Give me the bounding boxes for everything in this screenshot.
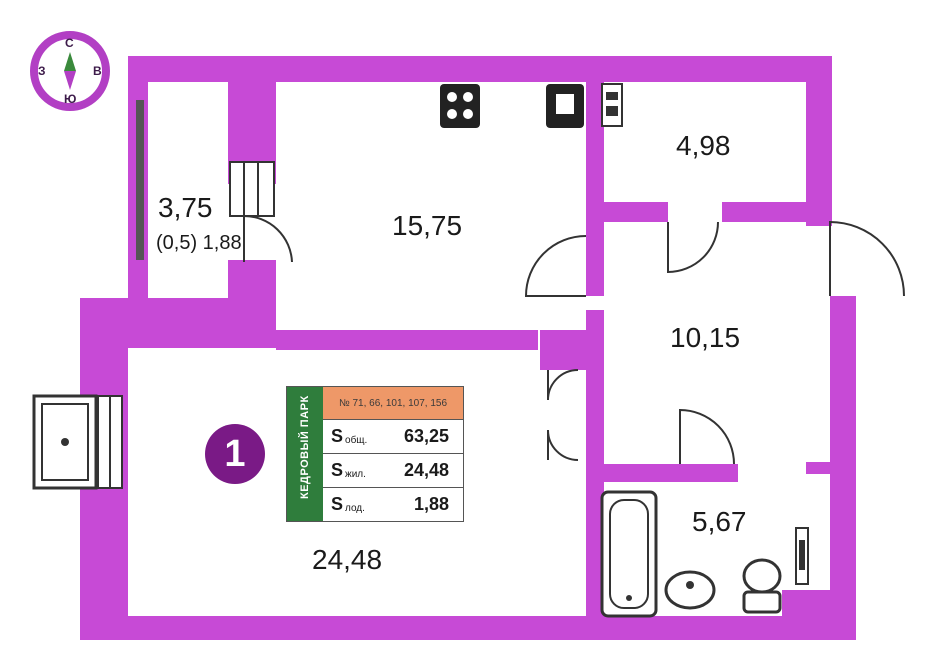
hall-area: 10,15 [670, 322, 741, 353]
area-type: жил. [345, 469, 366, 480]
compass-east: В [93, 64, 102, 78]
compass-west: З [38, 64, 46, 78]
area-value: 24,48 [403, 460, 449, 480]
washbasin-icon [664, 570, 716, 610]
apartment-number-badge: 1 [205, 424, 265, 484]
radiator-icon [32, 394, 98, 490]
compass-icon [30, 31, 110, 111]
loggia-note: (0,5) 1,88 [156, 232, 242, 254]
area-symbol: S [331, 460, 344, 480]
living-area: 24,48 [312, 544, 383, 575]
vent-icon [795, 527, 809, 585]
loggia-door [229, 161, 293, 263]
stove-icon [440, 84, 480, 128]
apartment-info-card: КЕДРОВЫЙ ПАРК № 71, 66, 101, 107, 156 S … [286, 386, 464, 522]
living-area-row: S жил. 24,48 [323, 453, 463, 487]
brand-strip: КЕДРОВЫЙ ПАРК [287, 387, 323, 521]
bathtub-icon [600, 490, 658, 618]
kitchen-area: 15,75 [392, 210, 463, 241]
compass-north: С [65, 36, 74, 50]
storage-area: 4,98 [676, 130, 731, 161]
area-symbol: S [331, 426, 344, 446]
kitchen-sink-icon [546, 84, 584, 128]
bathroom-area: 5,67 [692, 506, 747, 537]
total-area-row: S общ. 63,25 [323, 419, 463, 453]
walls [80, 56, 856, 640]
compass-south: Ю [64, 92, 77, 106]
area-symbol: S [331, 494, 344, 514]
doors [524, 220, 905, 465]
area-value: 1,88 [413, 494, 449, 514]
brand-logo-text: КЕДРОВЫЙ ПАРК [299, 395, 311, 499]
area-type: лод. [345, 503, 365, 514]
apartment-numbers: № 71, 66, 101, 107, 156 [323, 387, 463, 419]
boiler-icon [601, 83, 623, 127]
area-value: 63,25 [403, 426, 449, 446]
area-type: общ. [345, 435, 368, 446]
window-left [97, 395, 123, 489]
toilet-icon [742, 558, 782, 614]
loggia-window [136, 100, 144, 260]
loggia-area: 3,75 [158, 192, 213, 223]
loggia-area-row: S лод. 1,88 [323, 487, 463, 521]
